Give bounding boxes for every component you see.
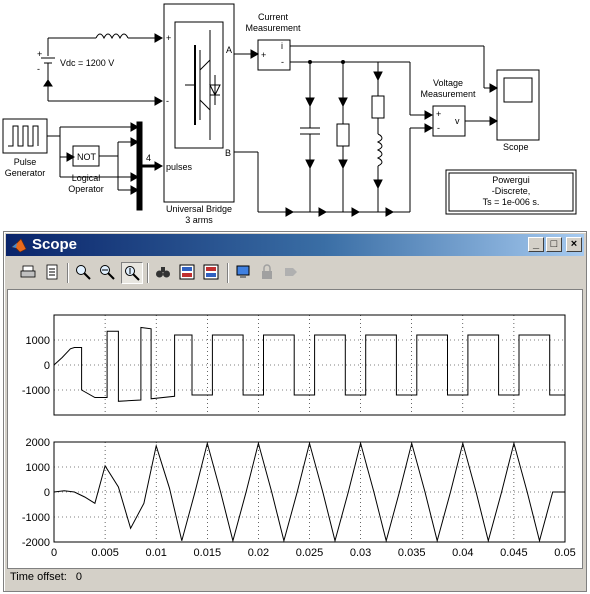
x-tick-label: 0.025 xyxy=(296,547,324,559)
y-tick-label: -2000 xyxy=(22,537,50,549)
universal-bridge-block[interactable] xyxy=(163,3,235,203)
minimize-button[interactable]: _ xyxy=(528,237,544,252)
x-tick-label: 0.03 xyxy=(350,547,371,559)
axes-frame xyxy=(53,314,566,416)
x-tick-label: 0 xyxy=(51,547,57,559)
y-tick-label: -1000 xyxy=(22,512,50,524)
pulse-generator-block[interactable] xyxy=(2,118,48,154)
voltage-minus-port: - xyxy=(437,123,440,133)
vdc-label: Vdc = 1200 V xyxy=(60,58,114,68)
lock-icon[interactable] xyxy=(257,262,279,284)
scope-titlebar[interactable]: Scope _ □ × xyxy=(6,234,584,256)
scope-block[interactable] xyxy=(496,69,540,141)
scope-block-label: Scope xyxy=(503,142,529,152)
time-offset-value: 0 xyxy=(75,571,83,583)
mux-width-label: 4 xyxy=(146,153,151,163)
close-button[interactable]: × xyxy=(566,237,582,252)
simulink-diagram: + - Vdc = 1200 V + - A B pulses 4 NOT i … xyxy=(0,0,590,228)
current-minus-port: - xyxy=(281,57,284,67)
voltage-v-port: v xyxy=(455,116,460,126)
x-tick-label: 0.005 xyxy=(91,547,119,559)
x-tick-label: 0.04 xyxy=(452,547,473,559)
zoom-y-icon[interactable] xyxy=(121,262,143,284)
dc-source-block[interactable] xyxy=(41,38,55,101)
current-i-port: i xyxy=(281,41,283,51)
toolbar-separator xyxy=(67,263,69,283)
mux-block[interactable] xyxy=(136,121,143,211)
y-tick-label: 0 xyxy=(44,487,50,499)
scope-toolbar xyxy=(6,259,584,287)
x-tick-label: 0.045 xyxy=(500,547,528,559)
save-axes-icon[interactable] xyxy=(177,262,199,284)
series-line xyxy=(53,441,565,543)
floating-scope-icon[interactable] xyxy=(233,262,255,284)
matlab-logo-icon xyxy=(11,238,27,253)
zoom-icon[interactable] xyxy=(73,262,95,284)
autoscale-icon[interactable] xyxy=(153,262,175,284)
bridge-port-b: B xyxy=(225,148,231,158)
x-tick-label: 0.035 xyxy=(398,547,426,559)
powergui-label: Powergui-Discrete,Ts = 1e-006 s. xyxy=(483,175,540,207)
time-offset-label: Time offset: xyxy=(10,571,67,583)
scope-plot-area[interactable]: -1000 0 1000 -2000 -1000 0 1000 2000 0 0.005 0.01 0… xyxy=(7,289,583,569)
restore-axes-icon[interactable] xyxy=(201,262,223,284)
series-line xyxy=(53,326,565,402)
status-bar: Time offset: 0 xyxy=(10,571,88,583)
bridge-plus-sign: + xyxy=(166,33,171,43)
parameters-icon[interactable] xyxy=(42,262,64,284)
y-tick-label: -1000 xyxy=(22,385,50,397)
y-tick-label: 2000 xyxy=(26,437,50,449)
inductor-icon xyxy=(95,33,129,40)
toolbar-separator xyxy=(147,263,149,283)
dc-plus-sign: + xyxy=(37,49,42,59)
current-plus-port: + xyxy=(261,50,266,60)
toolbar-separator xyxy=(227,263,229,283)
print-icon[interactable] xyxy=(18,262,40,284)
x-tick-label: 0.02 xyxy=(248,547,269,559)
current-measurement-block[interactable] xyxy=(257,39,291,71)
signal-selection-icon[interactable] xyxy=(281,262,303,284)
scope-window: Scope _ □ × xyxy=(3,231,587,592)
y-tick-label: 0 xyxy=(44,360,50,372)
zoom-x-icon[interactable] xyxy=(97,262,119,284)
axes-frame xyxy=(53,441,566,543)
bridge-port-a: A xyxy=(226,45,232,55)
voltage-plus-port: + xyxy=(436,109,441,119)
dc-minus-sign: - xyxy=(37,64,40,74)
y-tick-label: 1000 xyxy=(26,335,50,347)
bridge-minus-sign: - xyxy=(166,96,169,106)
scope-title: Scope xyxy=(32,236,78,253)
pulses-label: pulses xyxy=(166,162,193,172)
x-tick-label: 0.015 xyxy=(194,547,222,559)
not-label: NOT xyxy=(77,152,97,162)
x-tick-label: 0.01 xyxy=(145,547,166,559)
y-tick-label: 1000 xyxy=(26,462,50,474)
x-tick-label: 0.05 xyxy=(554,547,575,559)
maximize-button[interactable]: □ xyxy=(546,237,562,252)
powergui-block[interactable] xyxy=(445,169,577,215)
